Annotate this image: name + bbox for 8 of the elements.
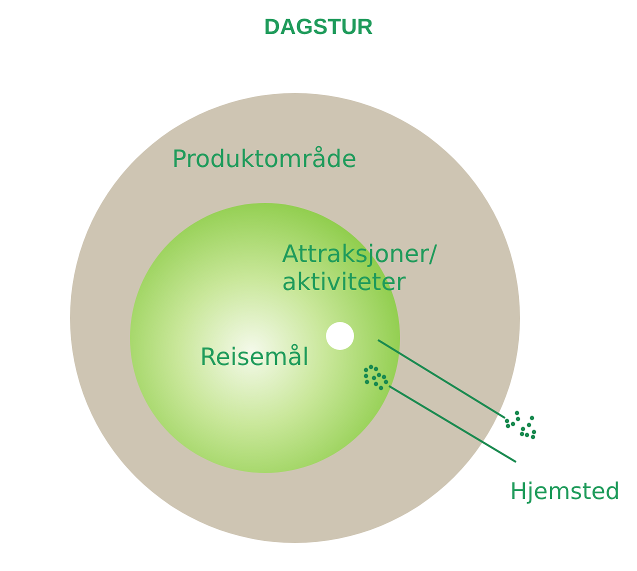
connector-line [377, 339, 506, 419]
area-label: Reisemål [200, 343, 310, 371]
diagram-title: DAGSTUR [263, 14, 374, 40]
area-label: Produktområde [172, 145, 356, 173]
place-label: Hjemsted [510, 478, 620, 507]
connector-line [388, 385, 517, 463]
area-label: Attraksjoner/ aktiviteter [282, 240, 438, 296]
dot-cluster-icon [503, 410, 539, 440]
